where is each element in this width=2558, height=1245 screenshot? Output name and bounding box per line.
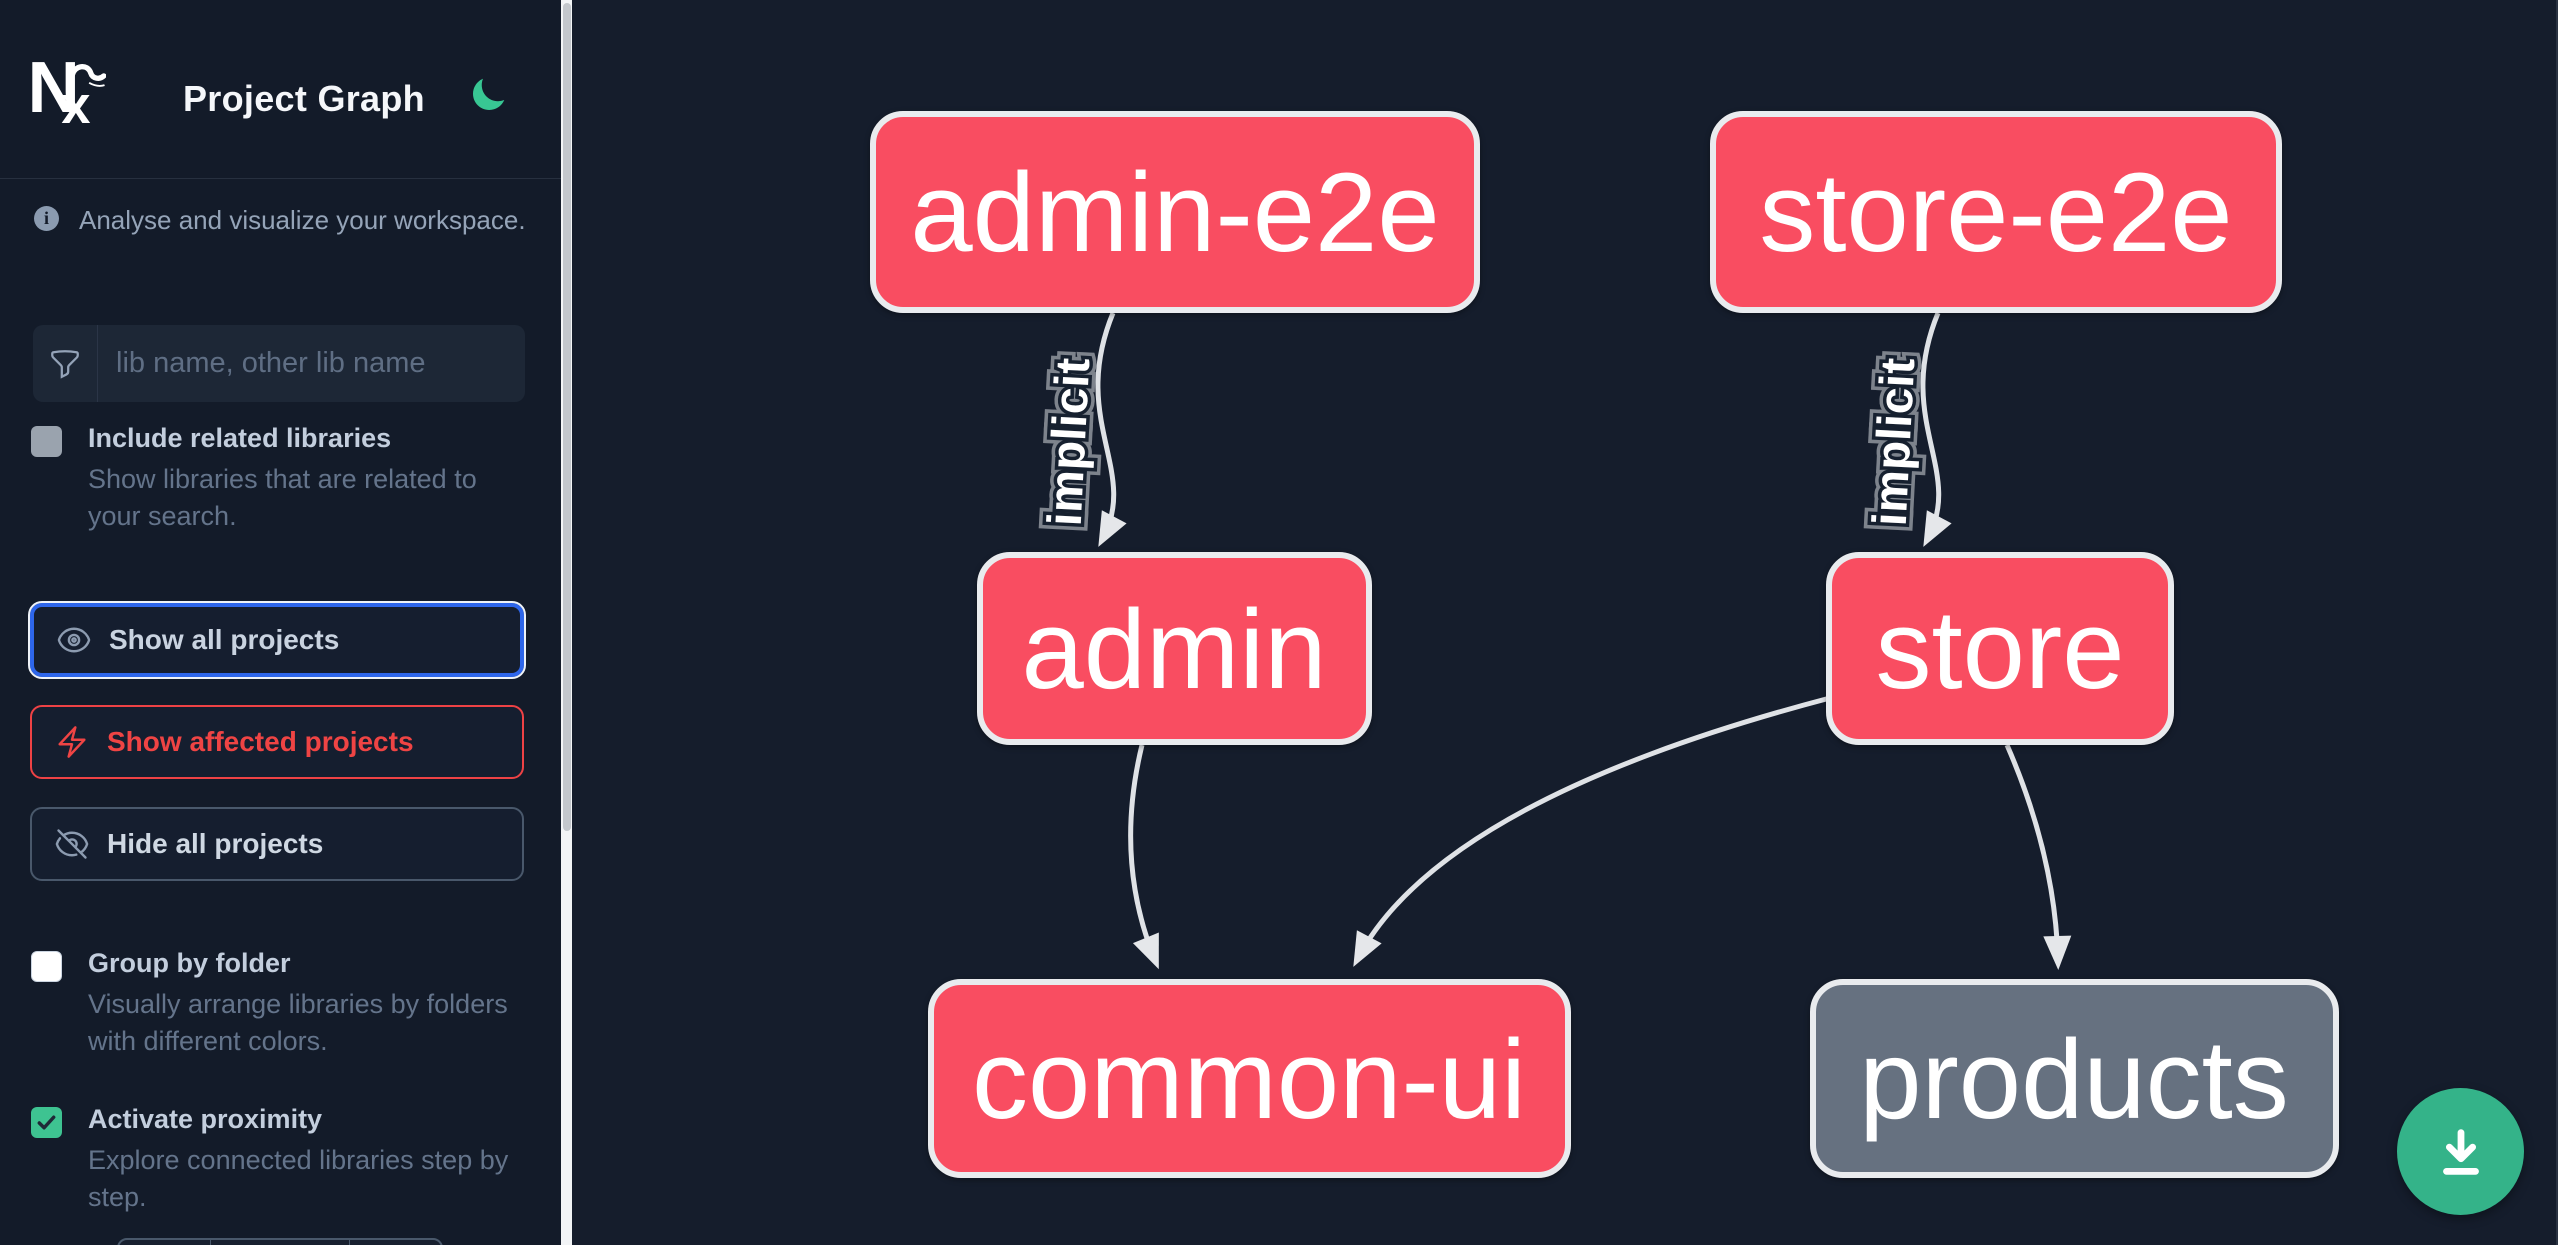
svg-text:products: products <box>1859 1017 2289 1142</box>
stepper-value <box>211 1240 350 1245</box>
node-common-ui[interactable]: common-ui <box>928 979 1571 1178</box>
info-icon: i <box>34 206 59 231</box>
toggle-description: Show libraries that are related to your … <box>88 464 477 531</box>
check-icon <box>37 1115 56 1130</box>
edge-labels: implicit implicit implicit implicit <box>1032 350 1933 535</box>
node-admin-e2e[interactable]: admin-e2e <box>870 111 1480 313</box>
checkbox-group-by-folder[interactable] <box>31 951 62 982</box>
edge-label-implicit: implicit <box>1864 357 1926 528</box>
toggle-label[interactable]: Group by folder <box>88 948 291 978</box>
node-admin[interactable]: admin <box>977 552 1372 745</box>
checkbox-activate-proximity[interactable] <box>31 1107 62 1138</box>
download-graph-button[interactable] <box>2397 1088 2524 1215</box>
svg-text:admin: admin <box>1021 587 1326 712</box>
header-divider <box>0 178 561 179</box>
node-store-e2e[interactable]: store-e2e <box>1710 111 2282 313</box>
edge-label-implicit: implicit <box>1039 357 1101 528</box>
edge-store-e2e-store <box>1920 312 1952 547</box>
nx-logo: N x <box>27 52 106 126</box>
filter-input[interactable] <box>98 325 525 402</box>
edge-store-common-ui <box>1353 695 1831 967</box>
toggle-group-by-folder: Group by folder Visually arrange librari… <box>31 946 531 1060</box>
toggle-description: Visually arrange libraries by folders wi… <box>88 989 508 1056</box>
edge-admin-e2e-admin <box>1095 312 1127 547</box>
eye-slash-icon <box>55 829 89 859</box>
show-affected-projects-button[interactable]: Show affected projects <box>30 705 524 779</box>
hide-all-projects-label: Hide all projects <box>107 828 324 859</box>
info-text: Analyse and visualize your workspace. <box>79 205 526 235</box>
moon-icon <box>473 78 505 110</box>
edge-admin-common-ui <box>1128 744 1159 970</box>
toggle-activate-proximity: Activate proximity Explore connected lib… <box>31 1102 531 1216</box>
graph-nodes: admin-e2e store-e2e admin store common-u… <box>870 111 2339 1178</box>
toggle-label[interactable]: Activate proximity <box>88 1104 323 1134</box>
checkbox-include-related[interactable] <box>31 426 62 457</box>
download-icon <box>2442 1128 2479 1175</box>
svg-text:common-ui: common-ui <box>972 1017 1526 1142</box>
stepper-increment[interactable] <box>350 1240 441 1245</box>
edge-store-products <box>2004 744 2072 970</box>
show-all-projects-label: Show all projects <box>109 624 340 655</box>
svg-text:store-e2e: store-e2e <box>1759 150 2232 275</box>
project-filter-field <box>33 325 525 402</box>
sidebar-resizer[interactable] <box>561 0 572 1245</box>
svg-text:x: x <box>61 77 90 126</box>
toggle-description: Explore connected libraries step by step… <box>88 1145 509 1212</box>
workspace-info: i Analyse and visualize your workspace. <box>34 205 526 235</box>
window-right-edge <box>2556 0 2558 1245</box>
svg-text:admin-e2e: admin-e2e <box>910 150 1439 275</box>
svg-text:N: N <box>27 52 79 126</box>
page-title: Project Graph <box>183 78 425 119</box>
sidebar-scrollbar-thumb[interactable] <box>562 3 571 831</box>
hide-all-projects-button[interactable]: Hide all projects <box>30 807 524 881</box>
dark-mode-toggle[interactable] <box>466 74 510 118</box>
node-store[interactable]: store <box>1826 552 2174 745</box>
lightning-bolt-icon <box>58 726 86 758</box>
proximity-stepper-partial[interactable] <box>117 1238 443 1245</box>
filter-icon <box>33 325 98 402</box>
node-products[interactable]: products <box>1810 979 2339 1178</box>
sidebar-header: N x Project Graph <box>0 0 561 178</box>
show-affected-projects-label: Show affected projects <box>107 726 414 757</box>
eye-icon <box>57 627 91 653</box>
graph-edges <box>1095 312 2072 970</box>
sidebar: N x Project Graph i Analyse and visualiz… <box>0 0 561 1245</box>
svg-text:store: store <box>1876 587 2125 712</box>
edge-label-implicit: implicit <box>1864 357 1926 528</box>
show-all-projects-button[interactable]: Show all projects <box>28 601 526 679</box>
stepper-decrement[interactable] <box>119 1240 211 1245</box>
toggle-include-related: Include related libraries Show libraries… <box>31 421 531 535</box>
toggle-label[interactable]: Include related libraries <box>88 423 392 453</box>
graph-canvas[interactable]: implicit implicit implicit implicit admi… <box>572 0 2558 1245</box>
